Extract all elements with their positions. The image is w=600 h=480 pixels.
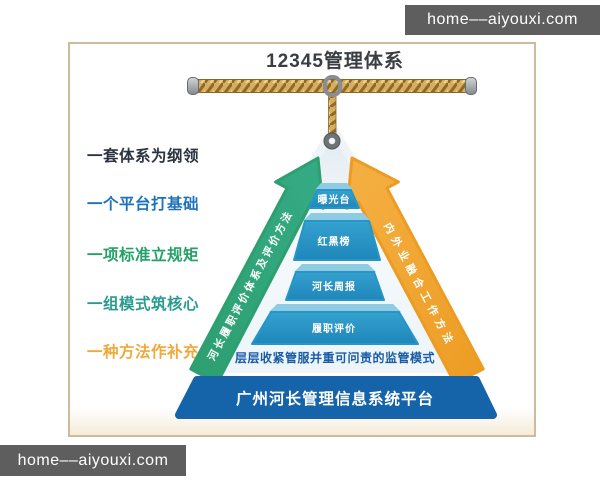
level-2-front [293,220,381,261]
rope-end-cap-right [465,77,477,95]
watermark-bottom: home––aiyouxi.com [0,445,186,476]
diagram-title: 12345管理体系 [266,51,404,72]
level-1-top-face [315,183,353,190]
grommet-eyelet-rim [323,132,341,150]
level-2-top-face [303,213,371,221]
watermark-top: home––aiyouxi.com [405,5,600,35]
watermark-bottom-text: home––aiyouxi.com [17,451,169,469]
grommet-eyelet [324,133,340,149]
rope-horizontal [191,79,473,93]
pyramid-caption: 层层收紧管服并重可问责的监管模式 [235,350,435,365]
level-3-top-face [294,264,376,272]
left-label-5: 一种方法作补充 [87,344,200,361]
left-label-3: 一项标准立规矩 [87,247,200,264]
left-label-1: 一套体系为纲领 [87,148,200,165]
left-label-4: 一组模式筑核心 [87,296,200,313]
diagram-card: 12345管理体系 一套体系为纲领 一个平台打基础 一项标准立规矩 一组模式筑核… [68,42,536,437]
level-4-label: 履职评价 [311,322,356,335]
level-3-label: 河长周报 [312,280,356,293]
pyramid-levels: 曝光台 红黑榜 河长周报 履职评价 [251,183,419,345]
level-2-label: 红黑榜 [318,235,351,248]
left-label-2: 一个平台打基础 [87,196,200,213]
level-3-front [285,271,385,301]
level-4-front [251,311,419,345]
watermark-top-text: home––aiyouxi.com [427,11,578,28]
rope-end-cap-left [187,77,199,95]
rope-center-knot-ring [323,75,342,97]
hanging-rope [187,75,477,150]
level-4-top-face [269,304,401,312]
base-platform-label: 广州河长管理信息系统平台 [236,389,434,408]
level-1-label: 曝光台 [318,193,351,206]
base-platform: 广州河长管理信息系统平台 [175,376,497,419]
level-1-front [308,189,360,209]
pyramid-diagram: 河长履职评价体系及评价方法 内外业融合工作方法 [175,75,497,419]
